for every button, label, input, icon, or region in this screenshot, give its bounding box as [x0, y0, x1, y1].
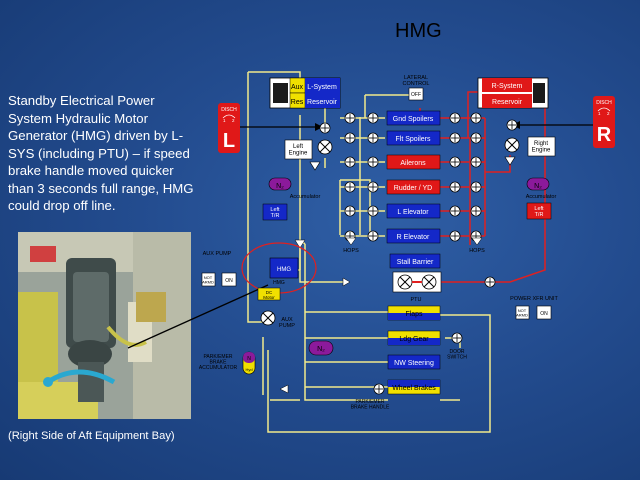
nw-steering-box: NW Steering	[387, 354, 441, 370]
flight-control-label: Rudder / YD	[394, 185, 432, 192]
aux-pump-switch-label: AUX PUMP	[203, 251, 232, 257]
disch-left-pin-1: 1	[223, 118, 226, 123]
r-reservoir-label: Reservoir	[492, 99, 523, 106]
disch-left-pin-2: 2	[232, 118, 235, 123]
disch-right-label: DISCH	[596, 100, 612, 106]
ldg-accumulator: N₂	[308, 340, 334, 356]
left-accumulator: N₂ Accumulator	[268, 177, 321, 200]
wheel-brakes-label: Wheel Brakes	[392, 385, 436, 392]
hops-left-label: HOPS	[343, 248, 359, 254]
flight-control-label: Flt Spoilers	[395, 136, 431, 143]
aux-pump-on-switch[interactable]: ON	[221, 272, 237, 287]
flight-control-label: R Elevator	[397, 234, 430, 241]
park-n-label: N	[247, 356, 251, 362]
right-accumulator: N₂ Accumulator	[526, 177, 557, 200]
hmg-subtext: HMG	[273, 280, 285, 286]
flight-control-ailerons: Ailerons	[344, 154, 482, 170]
off-label: OFF	[411, 92, 421, 98]
flight-control-gnd-spoilers: Gnd Spoilers	[344, 110, 482, 126]
nw-steering-label: NW Steering	[394, 360, 434, 367]
l-system-lines	[247, 71, 491, 433]
hops-right: HOPS	[469, 237, 485, 254]
stall-barrier-label: Stall Barrier	[397, 259, 434, 266]
disch-left-letter: L	[223, 130, 235, 152]
hmg-label: HMG	[277, 267, 291, 273]
park-brake-accumulator: N Hyd	[242, 351, 256, 375]
hmg-description: Standby Electrical Power System Hydrauli…	[8, 93, 194, 213]
wheel-brakes-box: Wheel Brakes	[387, 379, 441, 395]
flaps-box: Flaps	[387, 305, 441, 321]
flight-control-rudder-yd: Rudder / YD	[344, 179, 482, 195]
power-xfr-unit-label: POWER XFR UNIT	[510, 296, 558, 302]
ldg-gear-box: Ldg Gear	[387, 330, 441, 346]
lateral-control-off-switch[interactable]: OFF	[408, 87, 424, 101]
l-reservoir-label: Reservoir	[307, 99, 338, 106]
ldg-gear-label: Ldg Gear	[399, 336, 429, 343]
disch-right-pin-1: 1	[598, 111, 601, 116]
hops-left: HOPS	[343, 237, 359, 254]
flight-control-label: L Elevator	[397, 209, 429, 216]
hmg-photo	[18, 232, 191, 419]
aux-on-label: ON	[225, 278, 233, 284]
left-accumulator-label: Accumulator	[290, 194, 321, 200]
ldg-n2-label: N₂	[317, 346, 325, 353]
l-aux-label: Aux	[291, 84, 304, 91]
hops-right-label: HOPS	[469, 248, 485, 254]
flight-control-r-elevator: R Elevator	[344, 228, 482, 244]
l-system-label: L-System	[307, 84, 337, 91]
right-accumulator-label: Accumulator	[526, 194, 557, 200]
disch-left-indicator[interactable]: DISCH 1 2 L	[218, 103, 240, 153]
right-n2-label: N₂	[534, 183, 542, 190]
left-n2-label: N₂	[276, 183, 284, 190]
flaps-label: Flaps	[405, 311, 423, 318]
photo-caption: (Right Side of Aft Equipment Bay)	[8, 430, 175, 442]
hmg-unit: HMG	[269, 257, 299, 279]
slide-title: HMG	[395, 20, 442, 42]
flight-control-label: Ailerons	[400, 160, 426, 167]
ptu: PTU	[392, 271, 442, 303]
check-valve-left	[309, 161, 321, 171]
pxfr-on-switch[interactable]: ON	[536, 305, 552, 320]
flight-control-label: Gnd Spoilers	[393, 116, 434, 123]
r-system-reservoir: R-System Reservoir	[477, 77, 549, 109]
disch-right-letter: R	[597, 124, 612, 146]
disch-right-indicator[interactable]: DISCH 1 2 R	[593, 96, 615, 148]
pxfr-on-label: ON	[540, 311, 548, 317]
stall-barrier: Stall Barrier	[389, 253, 441, 269]
disch-right-pin-2: 2	[607, 111, 610, 116]
l-res-label: Res	[291, 99, 304, 106]
flight-control-l-elevator: L Elevator	[344, 203, 482, 219]
disch-left-label: DISCH	[221, 107, 237, 113]
ptu-label: PTU	[411, 297, 422, 303]
r-system-label: R-System	[492, 83, 523, 90]
l-system-reservoir: Aux Res L-System Reservoir	[269, 77, 341, 109]
flight-control-flt-spoilers: Flt Spoilers	[344, 130, 482, 146]
park-hyd-label: Hyd	[245, 367, 252, 372]
